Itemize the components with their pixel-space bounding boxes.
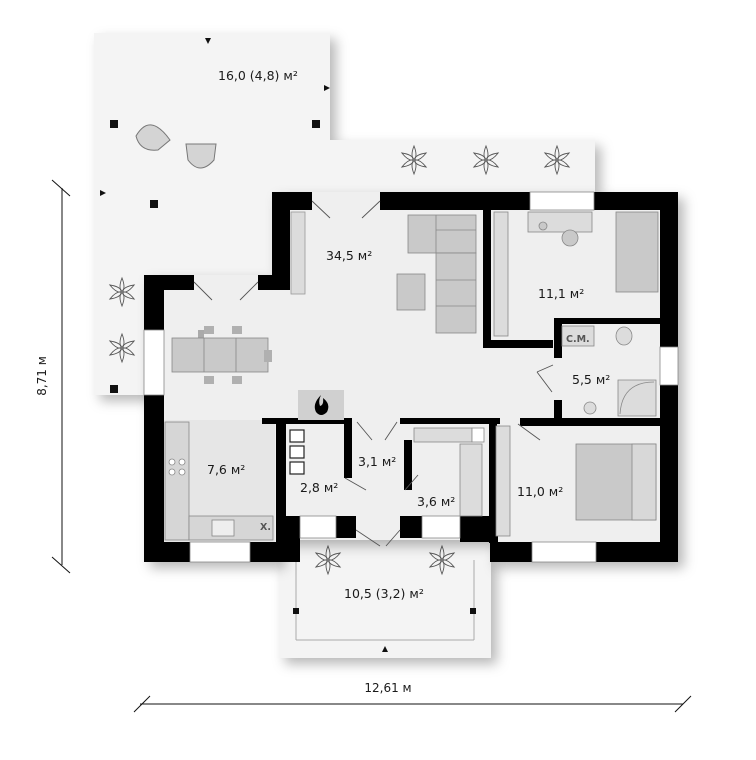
dimension-width: 12,61 м <box>364 681 411 695</box>
bedroom-bottom-furniture <box>495 425 657 537</box>
label-closet: 3,6 м² <box>417 494 455 509</box>
chair-icon <box>135 124 171 151</box>
post <box>293 608 299 614</box>
label-bedroom-bottom: 11,0 м² <box>517 484 563 499</box>
sofa <box>407 214 477 334</box>
arrow-icon <box>324 85 330 91</box>
tv-cabinet <box>290 211 306 295</box>
dining-table <box>171 326 272 384</box>
coffee-table <box>396 273 426 311</box>
label-washing-machine: С.М. <box>566 334 590 345</box>
doors <box>193 200 554 547</box>
post <box>150 200 158 208</box>
walls <box>144 192 678 562</box>
bathroom-fixtures <box>561 325 657 417</box>
label-hall: 3,1 м² <box>358 454 396 469</box>
label-living: 34,5 м² <box>326 248 372 263</box>
windows <box>143 191 679 563</box>
dimension-lines <box>51 179 692 713</box>
bedroom-top-furniture <box>493 211 659 337</box>
label-kitchen: 7,6 м² <box>207 462 245 477</box>
arrow-icon <box>100 190 106 196</box>
fireplace-icon <box>298 390 344 420</box>
label-bathroom: 5,5 м² <box>572 372 610 387</box>
post <box>110 385 118 393</box>
label-terrace-top: 16,0 (4,8) м² <box>218 68 298 83</box>
arrow-icon <box>205 38 211 44</box>
post <box>312 120 320 128</box>
label-fridge: Х. <box>260 522 271 533</box>
storage-appliances <box>289 429 305 475</box>
arrow-icon <box>382 646 388 652</box>
post <box>110 120 118 128</box>
dimension-height: 8,71 м <box>35 356 49 396</box>
kitchen-counters <box>164 421 274 541</box>
terrace-bottom <box>279 535 491 658</box>
post <box>470 608 476 614</box>
label-storage-small: 2,8 м² <box>300 480 338 495</box>
closet-shelves <box>413 427 485 517</box>
label-bedroom-top: 11,1 м² <box>538 286 584 301</box>
chair-icon <box>185 143 217 169</box>
label-terrace-bottom: 10,5 (3,2) м² <box>344 586 424 601</box>
